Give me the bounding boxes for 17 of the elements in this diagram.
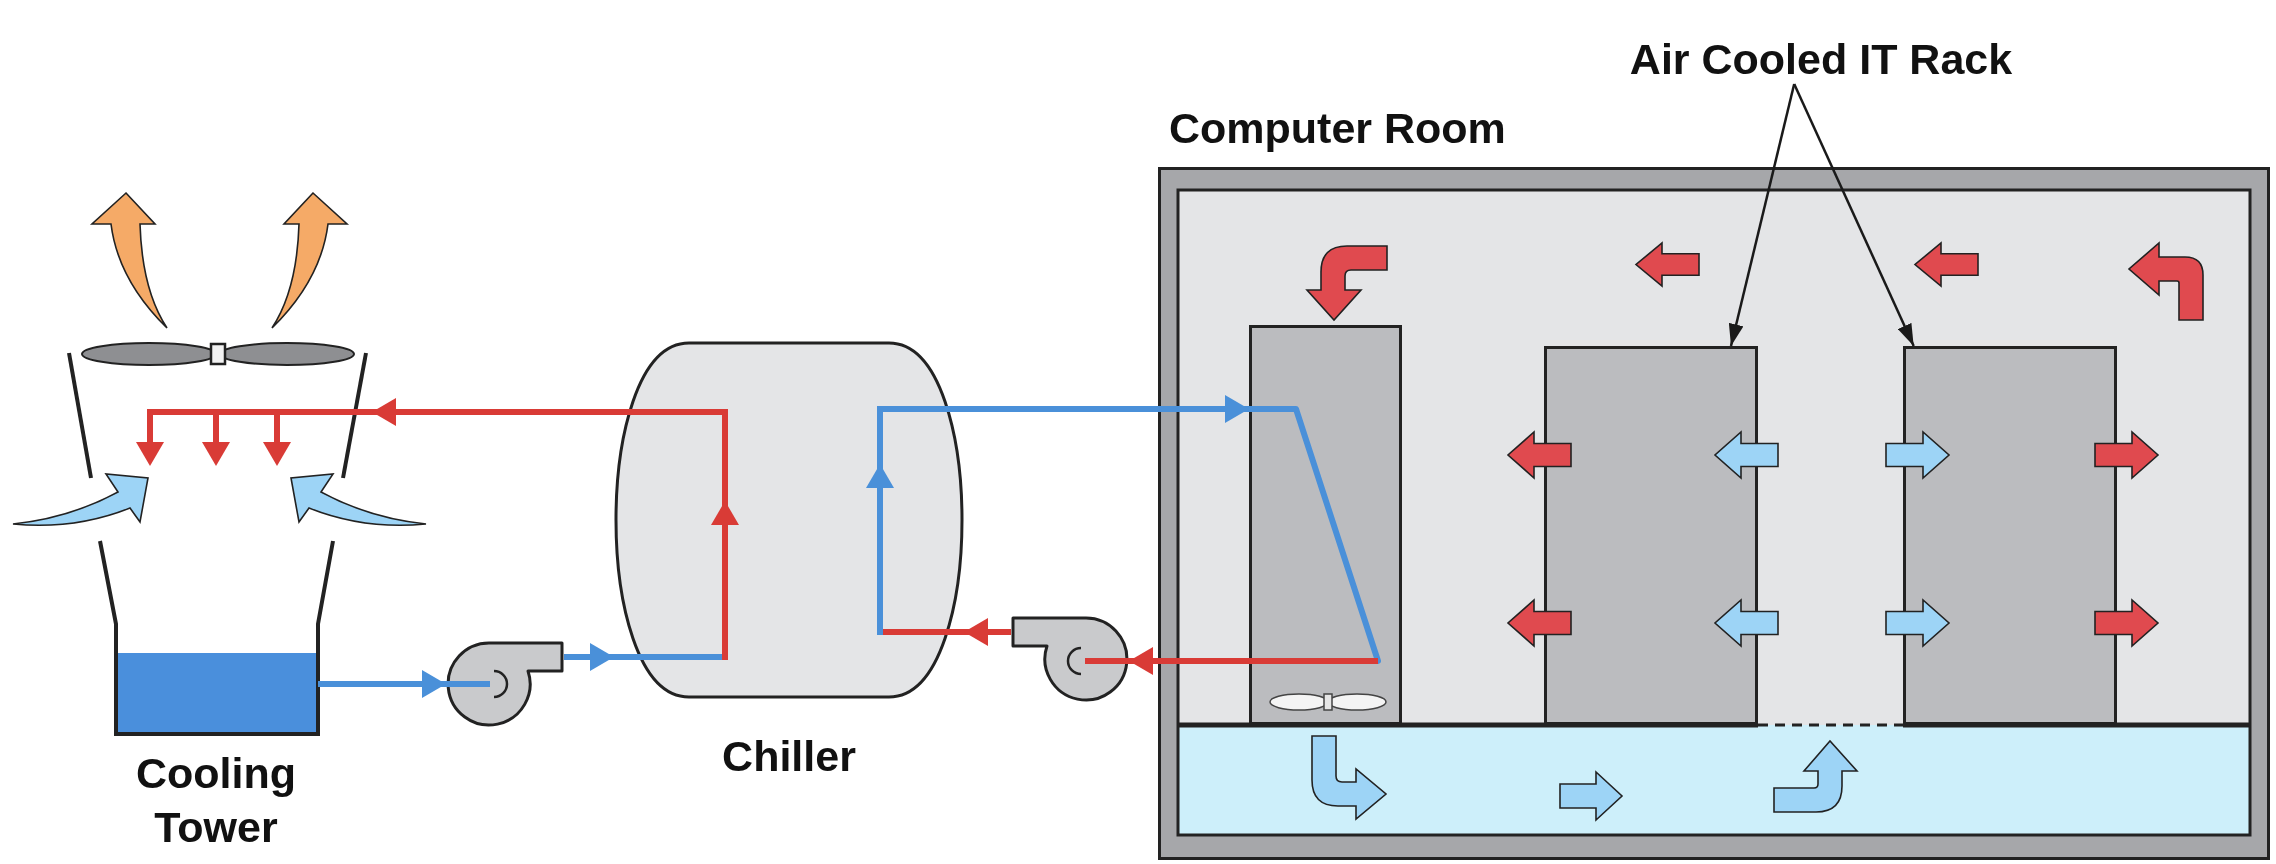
pipe — [964, 395, 1249, 423]
pipe — [372, 398, 614, 426]
equipment-label: Cooling Tower — [136, 748, 296, 853]
callout-label: Air Cooled IT Rack — [1629, 34, 2013, 84]
pipe — [964, 618, 1011, 646]
pump-icon — [446, 640, 564, 728]
cooling-unit — [1249, 325, 1402, 725]
server-rack — [1544, 346, 1758, 725]
server-rack — [1903, 346, 2117, 725]
room-title: Computer Room — [1169, 103, 1506, 153]
equipment-label: Chiller — [722, 731, 856, 781]
pipe — [1129, 647, 1249, 675]
pipe — [372, 670, 446, 698]
pump-icon — [1011, 616, 1129, 704]
leader-line — [1793, 83, 1915, 347]
leader-line — [1728, 83, 1796, 347]
pipe — [564, 643, 614, 671]
